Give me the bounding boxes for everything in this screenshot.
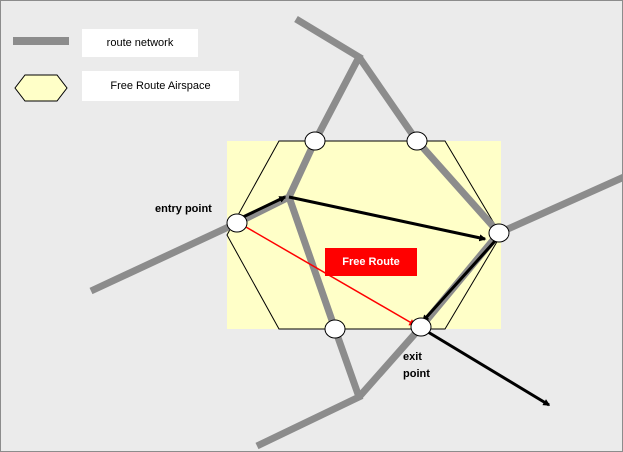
waypoint-exit: [410, 317, 432, 337]
network-path: [242, 195, 551, 407]
network-path-segment-2: [288, 195, 487, 242]
route-line-northeast: [356, 55, 623, 238]
legend-free-route-airspace-label: Free Route Airspace: [82, 71, 239, 101]
network-path-segment-3: [421, 239, 497, 323]
legend-route-network-swatch: [13, 37, 69, 45]
waypoint-south-west: [324, 319, 346, 339]
free-route-tag: Free Route: [325, 248, 417, 276]
waypoint-east: [488, 223, 510, 243]
waypoint-north-west: [304, 131, 326, 151]
network-path-segment-1: [242, 195, 287, 219]
legend-route-network-label: route network: [82, 29, 198, 57]
waypoint-north-east: [406, 131, 428, 151]
exit-point-label-line2: point: [403, 368, 430, 380]
exit-point-label-line1: exit: [403, 351, 422, 363]
entry-point-label: entry point: [155, 203, 212, 215]
route-line-west: [89, 16, 364, 295]
route-line-southwest: [255, 195, 364, 450]
exit-point-label: exit point: [403, 349, 430, 383]
waypoints: [226, 131, 510, 339]
free-route-airspace-boundary: [226, 140, 502, 330]
legend-fra-hexagon-swatch: [14, 74, 68, 102]
free-route-airspace-area: [227, 141, 501, 329]
waypoint-entry: [226, 213, 248, 233]
network-path-exit-segment: [422, 327, 551, 407]
